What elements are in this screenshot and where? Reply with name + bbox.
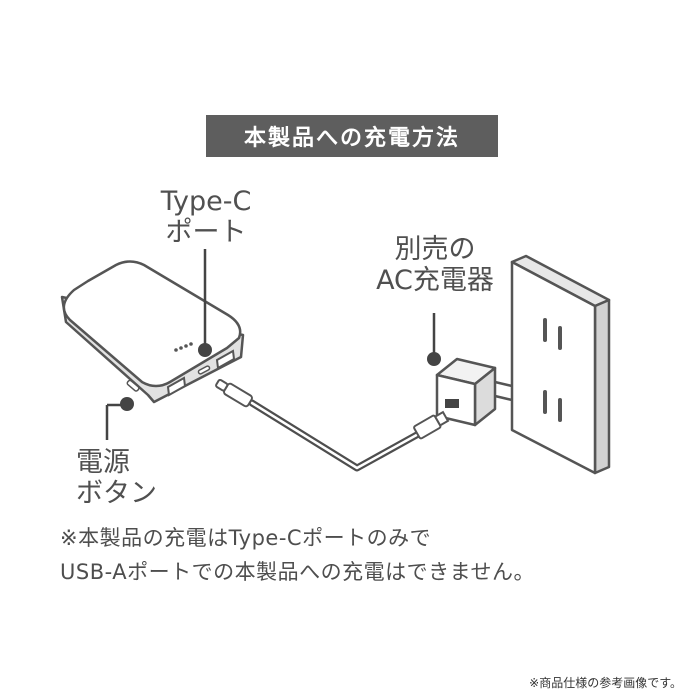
page-title-text: 本製品への充電方法 [243, 126, 460, 151]
type-c-connector-icon [215, 378, 253, 408]
callouts [105, 249, 441, 440]
page-title: 本製品への充電方法 [206, 115, 498, 157]
indicator-led-icon [179, 346, 183, 350]
indicator-led-icon [184, 344, 188, 348]
reference-image-footnote: ※商品仕様の参考画像です。 [529, 676, 682, 690]
type-c-port-label-line2: ポート [165, 217, 247, 248]
ac-charger-label-line1: 別売の [394, 234, 476, 265]
type-c-port-label-line1: Type-C [160, 186, 252, 217]
usb-port-icon [445, 399, 459, 408]
type-c-port-icon [197, 365, 211, 375]
usb-a-port-icon [166, 376, 187, 397]
usb-a-port-icon [215, 349, 236, 370]
note-line-1: ※本製品の充電はType-Cポートのみで [60, 526, 432, 550]
indicator-led-icon [189, 342, 193, 346]
power-bank [60, 260, 245, 404]
power-button-label: 電源 ボタン [76, 447, 157, 509]
power-button-label-line1: 電源 [76, 447, 130, 478]
ac-charger-label-line2: AC充電器 [376, 265, 494, 296]
button-callout-marker [120, 397, 134, 411]
usb-cable [215, 378, 450, 472]
indicator-led-icon [174, 348, 178, 352]
type-c-port-label: Type-C ポート [142, 186, 270, 248]
port-callout-marker [198, 343, 212, 357]
note-line-2: USB-Aポートでの本製品への充電はできません。 [60, 560, 535, 584]
ac-charger-label: 別売の AC充電器 [363, 234, 507, 296]
charger-callout-marker [427, 352, 441, 366]
wall-outlet [510, 254, 611, 475]
ac-charger [435, 357, 513, 427]
power-button-label-line2: ボタン [76, 478, 157, 509]
power-button-icon [126, 379, 140, 392]
usb-a-connector-icon [413, 410, 450, 440]
